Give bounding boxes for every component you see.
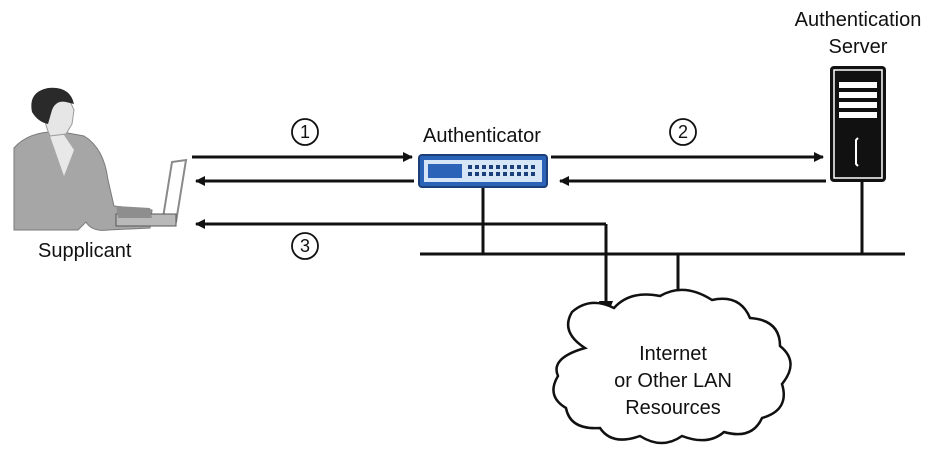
- step-3-badge: 3: [291, 232, 319, 260]
- step-2-number: 2: [678, 122, 688, 142]
- network-switch-icon: [418, 154, 548, 188]
- supplicant-label: Supplicant: [38, 240, 132, 262]
- server-tower-icon: [830, 66, 886, 182]
- cloud-label-line3: Resources: [625, 397, 721, 419]
- cloud-icon: [552, 288, 792, 445]
- step-2-badge: 2: [669, 118, 697, 146]
- person-laptop-icon: [13, 87, 188, 231]
- step-1-number: 1: [300, 122, 310, 142]
- cloud-label-line2: or Other LAN: [614, 370, 732, 392]
- step-1-badge: 1: [291, 118, 319, 146]
- auth-server-label-line1: Authentication: [795, 9, 922, 31]
- authenticator-label: Authenticator: [423, 125, 541, 147]
- auth-server-label-line2: Server: [829, 36, 888, 58]
- cloud-label-line1: Internet: [639, 343, 707, 365]
- step-3-number: 3: [300, 236, 310, 256]
